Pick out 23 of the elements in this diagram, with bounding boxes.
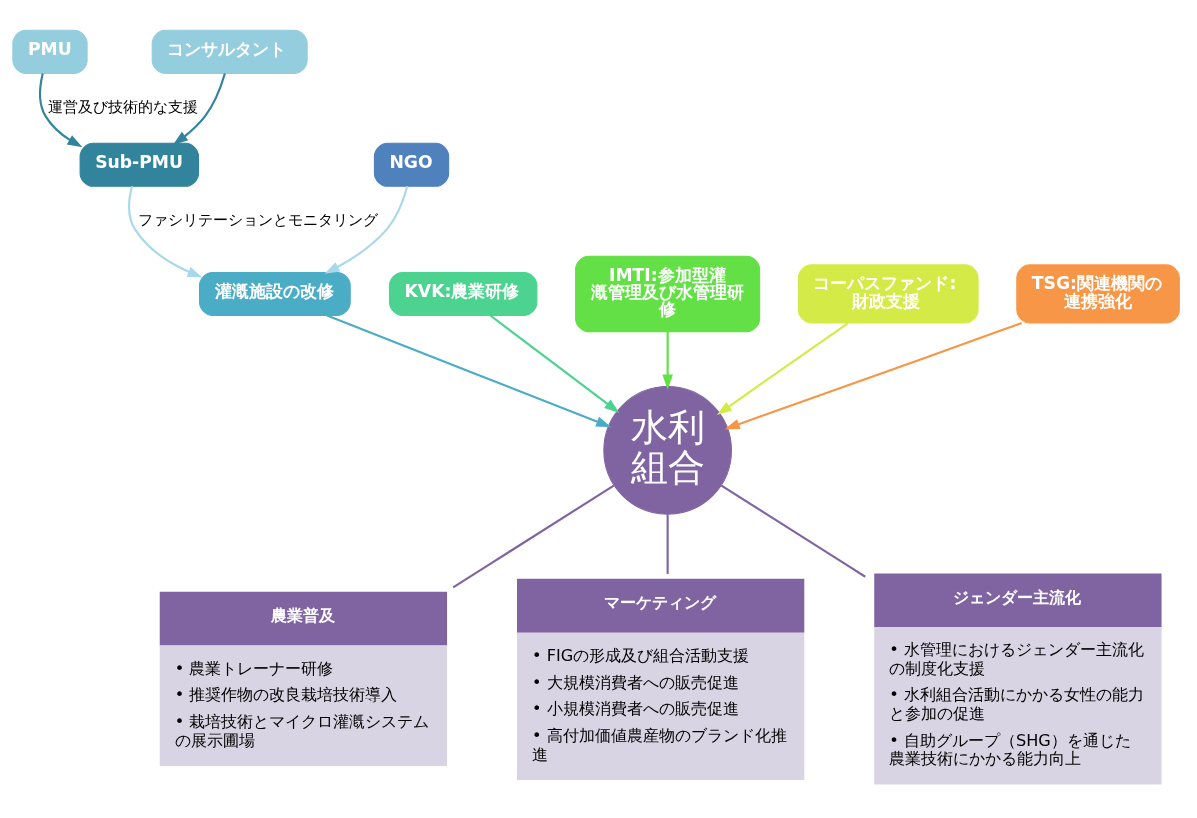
arrow [39, 72, 83, 147]
node-box: KVK:農業研修 [388, 271, 538, 316]
node-box: Sub-PMU [79, 142, 199, 187]
arrow [128, 185, 203, 277]
arrow [716, 321, 849, 415]
edge-label: 運営及び技術的な支援 [47, 97, 198, 116]
arrow [489, 314, 620, 413]
connector [720, 484, 866, 578]
connector [666, 514, 669, 574]
edge-label: ファシリテーションとモニタリング [138, 210, 379, 229]
node-box: PMU [12, 29, 88, 74]
arrow [724, 321, 1022, 429]
node-box: 灌漑施設の改修 [199, 271, 351, 316]
arrow [662, 331, 673, 390]
node-box: NGO [373, 142, 450, 187]
node-box: TSG:関連機関の連携強化 [1016, 263, 1180, 324]
node-box: コンサルタント [151, 29, 308, 74]
connector [452, 484, 615, 588]
node-box: IMTI:参加型灌漑管理及び水管理研修 [575, 255, 761, 332]
node-box: コーパスファンド: 財政支援 [797, 263, 979, 324]
arrow [326, 314, 612, 427]
arrow [172, 72, 226, 145]
arrow [324, 185, 409, 274]
